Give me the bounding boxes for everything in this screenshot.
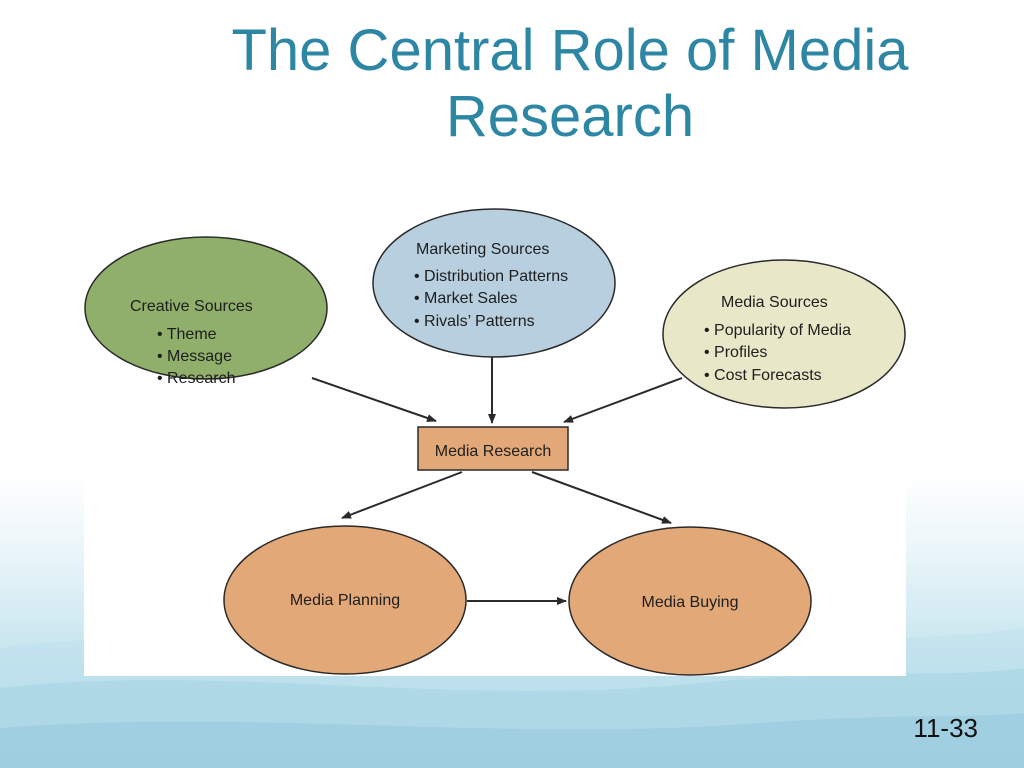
arrow-creative-to-research — [311, 377, 437, 422]
media-buying-label: Media Buying — [642, 594, 739, 611]
arrow-media-sources-to-research — [563, 377, 683, 423]
arrow-research-to-planning — [341, 471, 463, 519]
slide-number: 11-33 — [913, 713, 978, 743]
media-research-label: Media Research — [435, 443, 552, 460]
slide-title: The Central Role of Media Research — [231, 18, 909, 149]
marketing-sources-item: • Market Sales — [414, 290, 517, 307]
creative-sources-item: • Message — [157, 348, 232, 365]
marketing-sources-item: • Rivals’ Patterns — [414, 313, 535, 330]
media-research-diagram: Creative Sources • Theme • Message • Res… — [84, 204, 906, 676]
marketing-sources-heading: Marketing Sources — [416, 241, 549, 258]
arrow-research-to-buying — [531, 471, 672, 524]
marketing-sources-node: Marketing Sources • Distribution Pattern… — [372, 208, 616, 358]
media-sources-item: • Cost Forecasts — [704, 367, 822, 384]
marketing-sources-item: • Distribution Patterns — [414, 268, 568, 285]
creative-sources-item: • Research — [157, 370, 236, 387]
creative-sources-node: Creative Sources • Theme • Message • Res… — [84, 236, 328, 387]
media-sources-heading: Media Sources — [721, 294, 828, 311]
media-buying-node: Media Buying — [568, 526, 812, 676]
media-sources-item: • Profiles — [704, 344, 767, 361]
media-planning-label: Media Planning — [290, 592, 400, 609]
creative-sources-heading: Creative Sources — [130, 298, 253, 315]
diagram-canvas: Creative Sources • Theme • Message • Res… — [84, 208, 906, 676]
creative-sources-item: • Theme — [157, 326, 217, 343]
media-sources-node: Media Sources • Popularity of Media • Pr… — [662, 259, 906, 409]
media-sources-item: • Popularity of Media — [704, 322, 851, 339]
media-planning-node: Media Planning — [223, 525, 467, 675]
media-research-node: Media Research — [417, 426, 569, 471]
